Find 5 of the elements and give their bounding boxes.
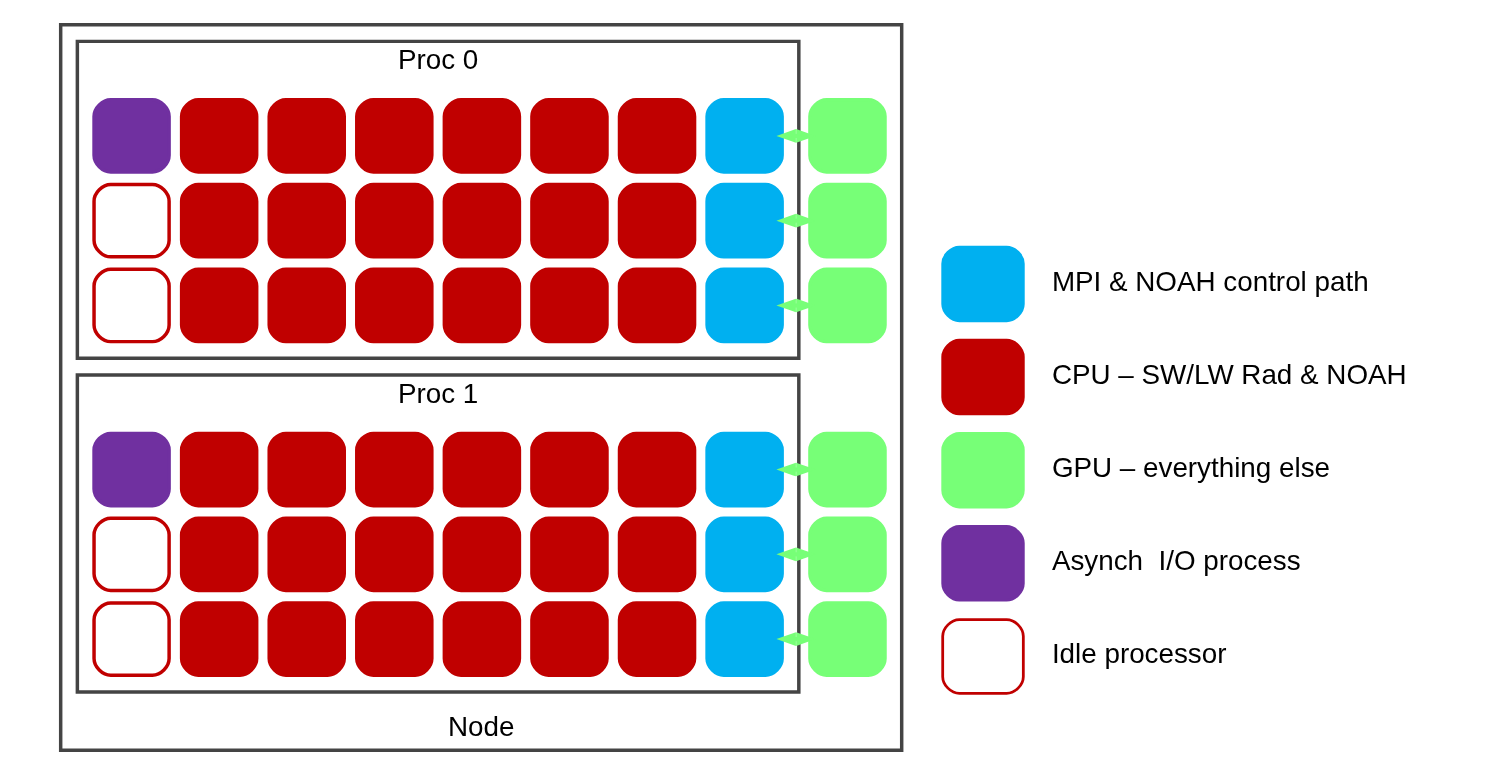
legend-label: MPI & NOAH control path	[1051, 265, 1369, 297]
legend-label: GPU – everything else	[1051, 452, 1330, 484]
legend-label: CPU – SW/LW Rad & NOAH	[1051, 359, 1407, 391]
legend-label: Asynch I/O process	[1051, 545, 1301, 577]
legend-label: Idle processor	[1051, 638, 1227, 670]
